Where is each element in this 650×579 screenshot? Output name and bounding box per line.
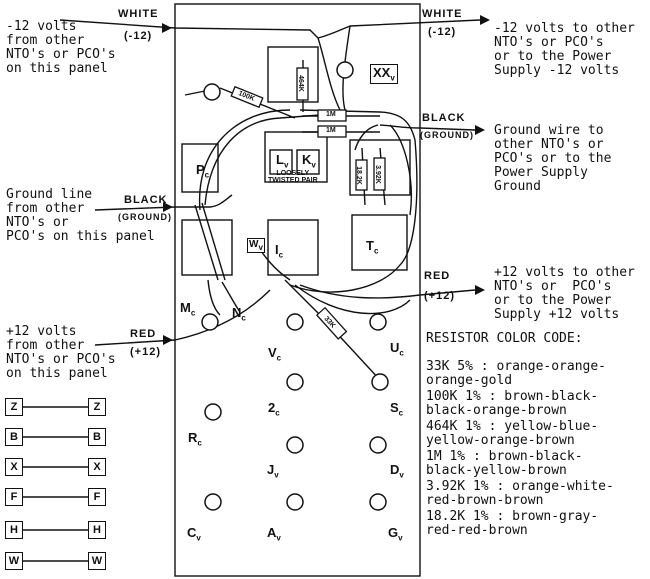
tc-box (351, 214, 408, 271)
module-panel (174, 3, 421, 577)
red-wire-out (299, 284, 476, 299)
ground-in-label: Ground line from other NTO's or PCO's on… (6, 187, 155, 244)
jack-a (286, 493, 304, 511)
p-label: Pc (196, 162, 210, 180)
white-left-tag: WHITE (118, 8, 159, 20)
key-right-x: X (88, 458, 106, 476)
red-left-value: (+12) (130, 346, 161, 358)
key-left-b: B (5, 428, 23, 446)
black-wire-in (94, 194, 233, 211)
key-left-z: Z (5, 398, 23, 416)
key-right-z: Z (88, 398, 106, 416)
key-right-f: F (88, 488, 106, 506)
j-label: Jv (267, 462, 279, 480)
resistor-1m-b-body (317, 125, 347, 138)
left-lower-box (181, 219, 233, 276)
key-left-f: F (5, 488, 23, 506)
resistor-392k-label: 3.92K (373, 165, 381, 184)
red-right-value: (+12) (424, 290, 455, 302)
resistor-182k-label: 18.2K (354, 166, 362, 185)
red-right-tag: RED (424, 270, 451, 282)
black-left-tag: BLACK (124, 194, 168, 206)
resistor-code-entry: 33K 5% : orange-orange- orange-gold (426, 359, 607, 388)
t-label: Tc (366, 238, 379, 256)
resistor-392k-body (373, 157, 386, 191)
red-wire-in (94, 289, 271, 346)
key-right-h: H (88, 521, 106, 539)
jack-xx (336, 61, 354, 79)
c-label: Cv (187, 525, 201, 543)
xx-label: XXv (370, 64, 398, 84)
jack-v (286, 313, 304, 331)
twisted-pair-label: LOOSELY TWISTED PAIR (268, 170, 318, 184)
black-right-tag: BLACK (422, 112, 466, 124)
m-label: Mc (180, 300, 196, 318)
jack-u (369, 313, 387, 331)
resistor-464k-label: 464K (296, 75, 304, 92)
resistor-1m-a-body (317, 109, 347, 122)
red-left-tag: RED (130, 328, 157, 340)
resistor-code-entry: 100K 1% : brown-black- black-orange-brow… (426, 389, 599, 418)
k-inner-box (296, 149, 320, 175)
resistor-code-entry: 3.92K 1% : orange-white- red-brown-brown (426, 479, 614, 508)
pos12-out-label: +12 volts to other NTO's or PCO's or to … (494, 265, 635, 322)
white-right-value: (-12) (428, 26, 457, 38)
pos12-in-label: +12 volts from other NTO's or PCO's on t… (6, 324, 116, 381)
jack-2 (286, 373, 304, 391)
xx-box (267, 46, 319, 103)
i-label: Ic (275, 242, 284, 260)
resistor-1m-b-label: 1M (326, 127, 336, 134)
key-right-w: W (88, 552, 106, 570)
w-label: Wv (247, 238, 265, 253)
black-left-value: (GROUND) (118, 212, 172, 222)
v-label: Vc (268, 345, 282, 363)
n-label: Nc (232, 305, 246, 323)
l-inner-box (269, 149, 293, 175)
black-wire-out (379, 124, 476, 131)
r-label: Rc (188, 430, 202, 448)
u-label: Uc (390, 340, 404, 358)
jack-d (369, 436, 387, 454)
ground-out-label: Ground wire to other NTO's or PCO's or t… (494, 123, 612, 194)
right-upper-box (349, 139, 411, 196)
g-label: Gv (388, 525, 403, 543)
resistor-code-heading: RESISTOR COLOR CODE: (426, 331, 583, 346)
d-label: Dv (390, 462, 404, 480)
resistor-code-entry: 1M 1% : brown-black- black-yellow-brown (426, 449, 583, 478)
resistor-code-entry: 464K 1% : yellow-blue- yellow-orange-bro… (426, 419, 599, 448)
k-label: Kv (302, 152, 316, 170)
jack-j (286, 436, 304, 454)
white-wire-in (59, 19, 319, 39)
resistor-100k-body (230, 85, 264, 109)
white-left-value: (-12) (124, 30, 153, 42)
resistor-182k-body (355, 159, 368, 191)
resistor-1m-a-label: 1M (326, 111, 336, 118)
jack-r (204, 403, 222, 421)
white-right-tag: WHITE (422, 8, 463, 20)
key-left-x: X (5, 458, 23, 476)
jack-m (201, 313, 219, 331)
s-label: Sc (390, 400, 404, 418)
jack-g (369, 493, 387, 511)
key-right-b: B (88, 428, 106, 446)
neg12-out-label: -12 volts to other NTO's or PCO's or to … (494, 21, 635, 78)
black-right-value: (GROUND) (420, 130, 474, 140)
resistor-code-entry: 18.2K 1% : brown-gray- red-red-brown (426, 509, 599, 538)
resistor-33k-body (315, 306, 348, 340)
two-label: 2c (268, 400, 280, 418)
lk-box (264, 131, 328, 183)
a-label: Av (267, 525, 281, 543)
jack-top-left (203, 83, 221, 101)
ic-box (267, 219, 319, 276)
resistor-464k-body (296, 67, 309, 101)
l-label: Lv (276, 152, 289, 170)
key-left-w: W (5, 552, 23, 570)
neg12-in-label: -12 volts from other NTO's or PCO's on t… (6, 19, 116, 76)
jack-s (371, 373, 389, 391)
jack-c (204, 493, 222, 511)
key-left-h: H (5, 521, 23, 539)
